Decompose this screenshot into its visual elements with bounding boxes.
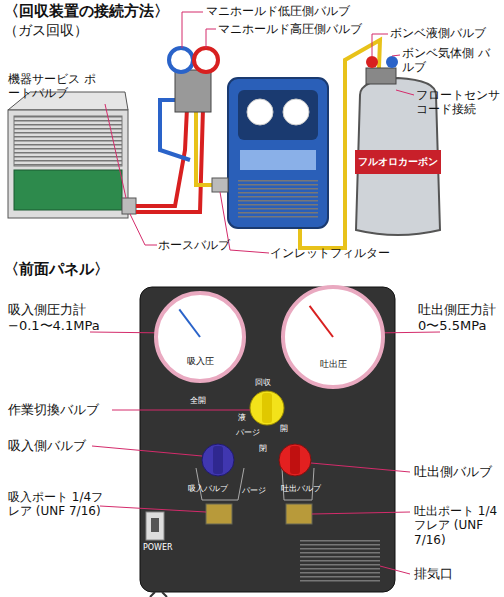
callout-label: ボンベ液側バルブ [390, 26, 486, 40]
callout-label: POWER [143, 543, 173, 553]
gauge-face [281, 285, 385, 389]
callout-label: 吐出ポート 1/4フレア (UNF 7/16) [414, 504, 498, 547]
callout-label: 吸入側バルブ [8, 438, 86, 454]
gauge-label: 吐出圧 [281, 358, 385, 371]
callout-label: マニホールド低圧側バルブ [206, 4, 350, 18]
callout-label: マニホールド高圧側バルブ [218, 22, 362, 36]
callout-label: 排気口 [414, 566, 453, 582]
pressure-gauge: 吸入圧 [154, 291, 246, 383]
callout-label: インレットフィルター [270, 246, 390, 260]
callout-label: 作業切換バルブ [8, 402, 99, 418]
cylinder-text: フルオロカーボン [358, 155, 438, 169]
callout-label: パージ [236, 428, 260, 438]
callout-label: 吐出側バルブ [414, 464, 492, 480]
pressure-gauge: 吐出圧 [281, 285, 385, 389]
section-heading: 〈回収装置の接続方法〉 [4, 2, 169, 20]
callout-label: 機器サービス ポートバルブ [8, 72, 103, 101]
callout-label: 吸入ポート 1/4フレア (UNF 7/16) [8, 490, 104, 519]
callout-label: 吐出側圧力計 0〜5.5MPa [418, 302, 502, 333]
callout-label: 開 [280, 424, 288, 434]
callout-label: 全開 [190, 396, 206, 406]
cylinder-label: フルオロカーボン [355, 150, 441, 174]
gauge-face [154, 291, 246, 383]
callout-label: 液 [238, 413, 246, 423]
callout-label: 吸入バルブ [188, 484, 228, 494]
callout-label: 吸入側圧力計 −0.1〜4.1MPa [8, 302, 100, 333]
callout-label: 回収 [255, 378, 271, 388]
callout-label: フロートセンサ コード接続 [416, 88, 502, 117]
callout-label: 吐出バルブ [281, 484, 321, 494]
gauge-label: 吸入圧 [154, 355, 246, 368]
callout-label: 閉 [259, 444, 267, 454]
callout-label: （ガス回収） [4, 22, 88, 39]
callout-label: パージ [242, 486, 266, 496]
callout-label: ホースバルブ [158, 238, 230, 252]
callout-label: ボンベ気体側 バルブ [402, 46, 494, 75]
section-heading: 〈前面パネル〉 [4, 260, 109, 278]
